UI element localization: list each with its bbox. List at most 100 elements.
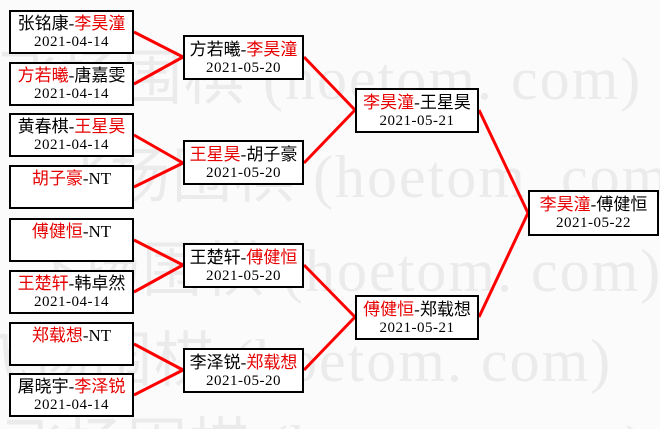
player-name: 王星昊 (189, 145, 241, 164)
match-players: 方若曦-李昊潼 (185, 39, 302, 60)
match-players: 李昊潼-王星昊 (357, 92, 477, 113)
match-date: 2021-05-20 (206, 60, 281, 76)
player-name: 李昊潼 (363, 93, 415, 112)
player-name: 屠晓宇 (17, 377, 69, 396)
match-box-r1-3: 黄春棋-王星昊 2021-04-14 (9, 113, 134, 157)
match-date (11, 189, 132, 207)
match-players: 黄春棋-王星昊 (11, 116, 132, 137)
match-date: 2021-04-14 (34, 86, 109, 102)
player-name: 方若曦 (189, 40, 241, 59)
match-box-r1-6: 王楚轩-韩卓然 2021-04-14 (9, 270, 134, 314)
player-name: 李昊潼 (246, 40, 298, 59)
connector-line (477, 212, 530, 318)
match-date: 2021-05-22 (556, 215, 631, 231)
match-date (11, 242, 132, 260)
player-separator: - (414, 300, 420, 319)
player-name: 郑载想 (419, 300, 471, 319)
player-separator: - (68, 274, 75, 293)
connector-line (302, 108, 357, 165)
match-date: 2021-04-14 (34, 294, 109, 310)
player-name: 郑载想 (246, 353, 298, 372)
match-players: 郑载想-NT (11, 325, 132, 346)
player-separator: - (68, 117, 75, 136)
match-box-r2-3: 王楚轩-傅健恒 2021-05-20 (183, 243, 304, 288)
match-date: 2021-05-20 (206, 373, 281, 389)
player-name: 傅健恒 (596, 195, 648, 214)
connector-line (133, 238, 184, 267)
player-separator: - (68, 377, 75, 396)
player-name: 傅健恒 (246, 248, 298, 267)
match-players: 王楚轩-韩卓然 (11, 273, 132, 294)
match-players: 王楚轩-傅健恒 (185, 247, 302, 268)
connector-line (133, 133, 184, 165)
match-box-r1-2: 方若曦-唐嘉雯 2021-04-14 (9, 62, 134, 106)
match-box-semifinal-2: 傅健恒-郑载想 2021-05-21 (355, 295, 479, 340)
match-date: 2021-04-14 (34, 34, 109, 50)
player-name: 方若曦 (17, 66, 69, 85)
player-separator: - (82, 169, 89, 188)
player-name: 王星昊 (74, 117, 126, 136)
player-name: 黄春棋 (17, 117, 69, 136)
player-name: NT (88, 326, 112, 345)
player-name: NT (88, 222, 112, 241)
player-separator: - (82, 326, 89, 345)
connector-line (302, 315, 357, 372)
player-name: 李泽锐 (189, 353, 241, 372)
match-date: 2021-04-14 (34, 137, 109, 153)
player-name: NT (88, 169, 112, 188)
player-separator: - (590, 195, 597, 214)
player-name: 李泽锐 (74, 377, 126, 396)
player-name: 胡子豪 (246, 145, 298, 164)
connector-line (133, 263, 184, 294)
player-name: 傅健恒 (31, 222, 83, 241)
match-players: 方若曦-唐嘉雯 (11, 65, 132, 86)
player-name: 郑载想 (31, 326, 83, 345)
connector-line (477, 109, 530, 214)
player-name: 李昊潼 (74, 14, 126, 33)
player-separator: - (240, 40, 247, 59)
match-box-final: 李昊潼-傅健恒 2021-05-22 (528, 190, 659, 236)
match-players: 屠晓宇-李泽锐 (11, 376, 132, 397)
match-date: 2021-04-14 (34, 397, 109, 413)
match-players: 王星昊-胡子豪 (185, 144, 302, 165)
player-name: 胡子豪 (31, 169, 83, 188)
player-separator: - (68, 66, 75, 85)
connector-line (133, 55, 184, 86)
match-players: 傅健恒-郑载想 (357, 299, 477, 320)
player-separator: - (414, 93, 420, 112)
match-players: 傅健恒-NT (11, 221, 132, 242)
match-date (11, 346, 132, 364)
match-box-r1-1: 张铭康-李昊潼 2021-04-14 (9, 10, 134, 54)
player-separator: - (240, 248, 247, 267)
match-players: 张铭康-李昊潼 (11, 13, 132, 34)
player-separator: - (240, 353, 247, 372)
player-separator: - (240, 145, 247, 164)
player-name: 王楚轩 (189, 248, 241, 267)
connector-line (133, 30, 184, 59)
match-box-r2-2: 王星昊-胡子豪 2021-05-20 (183, 140, 304, 185)
player-name: 李昊潼 (539, 195, 591, 214)
match-players: 胡子豪-NT (11, 168, 132, 189)
match-date: 2021-05-20 (206, 268, 281, 284)
connector-line (302, 263, 357, 319)
match-box-r1-8: 屠晓宇-李泽锐 2021-04-14 (9, 373, 134, 417)
match-box-r1-5: 傅健恒-NT (9, 218, 134, 262)
player-name: 王星昊 (419, 93, 471, 112)
match-players: 李昊潼-傅健恒 (530, 194, 657, 215)
player-name: 韩卓然 (74, 274, 126, 293)
match-box-r2-1: 方若曦-李昊潼 2021-05-20 (183, 35, 304, 80)
match-date: 2021-05-21 (379, 320, 455, 336)
match-date: 2021-05-20 (206, 165, 281, 181)
match-date: 2021-05-21 (379, 113, 455, 129)
player-separator: - (68, 14, 75, 33)
connector-line (302, 55, 357, 112)
match-box-r2-4: 李泽锐-郑载想 2021-05-20 (183, 348, 304, 393)
player-name: 傅健恒 (363, 300, 415, 319)
player-separator: - (82, 222, 89, 241)
player-name: 唐嘉雯 (74, 66, 126, 85)
player-name: 张铭康 (17, 14, 69, 33)
match-box-semifinal-1: 李昊潼-王星昊 2021-05-21 (355, 88, 479, 133)
match-box-r1-7: 郑载想-NT (9, 322, 134, 366)
